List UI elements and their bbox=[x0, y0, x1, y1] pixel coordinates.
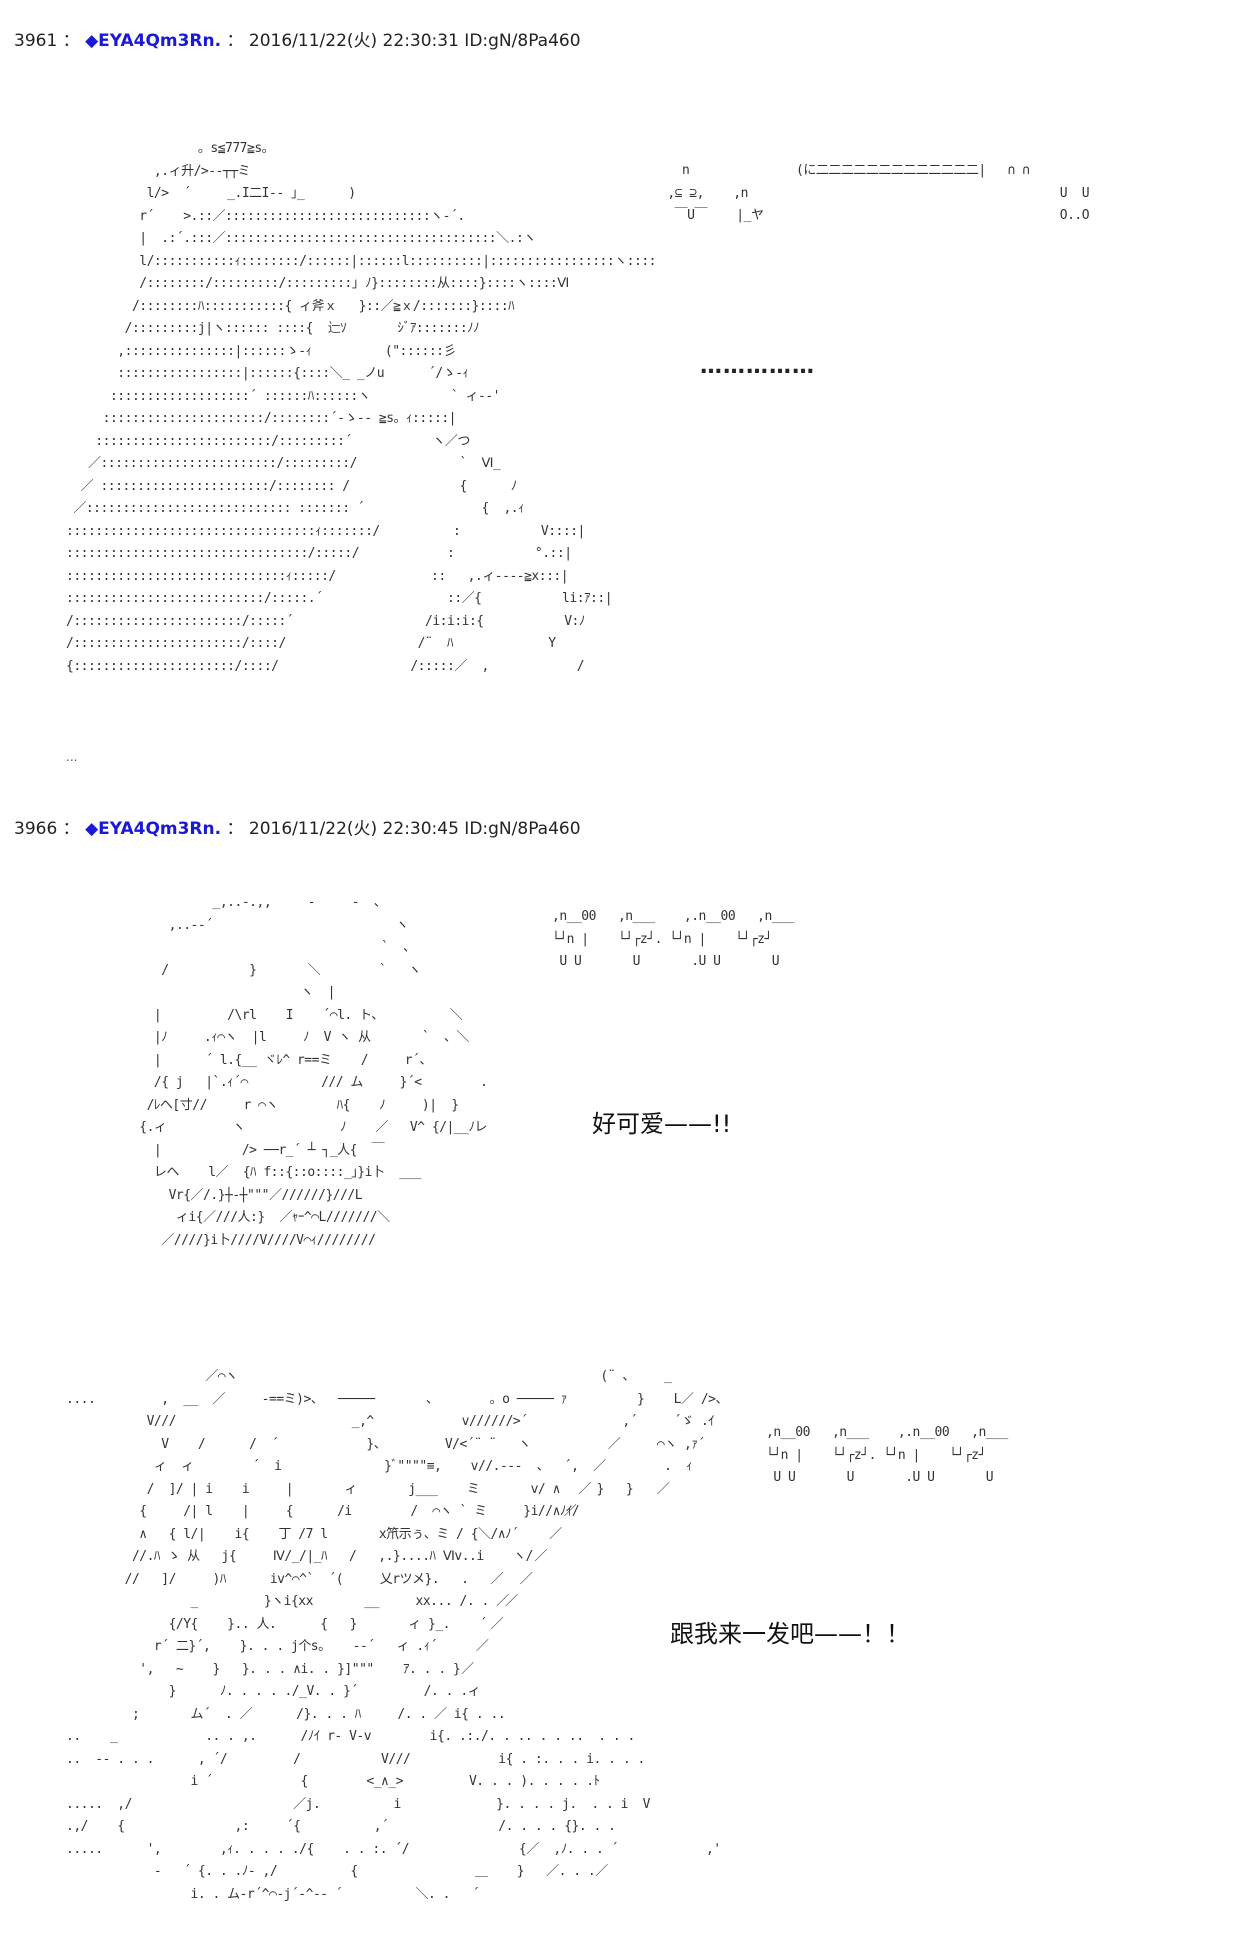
post-header: 3961 ： ◆EYA4Qm3Rn. ： 2016/11/22(火) 22:30… bbox=[14, 26, 581, 51]
ascii-art-fist: (¨ 、 _ } L／ />、 ,´ ´ゞ .ｲ ／ ⌒ヽ ,ｧ´ bbox=[461, 1369, 728, 1677]
post-colon: ： bbox=[226, 31, 244, 51]
post-header: 3966 ： ◆EYA4Qm3Rn. ： 2016/11/22(火) 22:30… bbox=[14, 814, 581, 839]
ascii-art-figure: _,..-.,, - - 、 ,..-‐´ ヽ ` 、 / } ＼ ` ヽ ヽ bbox=[139, 895, 488, 1248]
ascii-art-speech: ,n__00 ,n___ ,.n__00 ,n___ └┘n | └┘┌z┘. … bbox=[766, 1425, 1008, 1485]
post-separator: ： bbox=[62, 819, 80, 839]
post-separator: ： bbox=[62, 31, 80, 51]
ascii-art-speech: n ,⊆ ⊇, ,n ￣U￣ |_ヤ bbox=[667, 163, 764, 223]
ascii-art-figure: 。s≦777≧s。 ,.ィ升/>‐‐┬┬ミ l/> ´ _.I二I‐‐ ｣_ )… bbox=[66, 141, 656, 674]
ascii-art-speech: ,n__00 ,n___ ,.n__00 ,n___ └┘n | └┘┌z┘. … bbox=[552, 909, 794, 969]
post-number: 3966 bbox=[14, 819, 58, 839]
trailing-ellipsis: ... bbox=[66, 750, 78, 764]
poster-trip[interactable]: EYA4Qm3Rn. bbox=[98, 819, 222, 839]
ascii-art-speech: (に二二二二二二二二二二二二二| ∩ ∩ U U O..O bbox=[796, 163, 1090, 223]
post-timestamp: 2016/11/22(火) 22:30:31 ID:gN/8Pa460 bbox=[248, 31, 581, 51]
trip-diamond-icon: ◆ bbox=[85, 31, 99, 51]
trip-diamond-icon: ◆ bbox=[85, 819, 99, 839]
post-colon: ： bbox=[226, 819, 244, 839]
speech-text: 跟我来一发吧——！！ bbox=[670, 1620, 910, 1648]
poster-trip[interactable]: EYA4Qm3Rn. bbox=[98, 31, 222, 51]
ascii-art-figure: ／⌒ヽ .... , __ ／ -==ミ)>、 ───── 、 。o ─────… bbox=[66, 1369, 721, 1902]
speech-text: 好可爱——!! bbox=[592, 1110, 732, 1138]
post-timestamp: 2016/11/22(火) 22:30:45 ID:gN/8Pa460 bbox=[248, 819, 581, 839]
post-number: 3961 bbox=[14, 31, 58, 51]
ellipsis-text: …………… bbox=[700, 354, 815, 379]
